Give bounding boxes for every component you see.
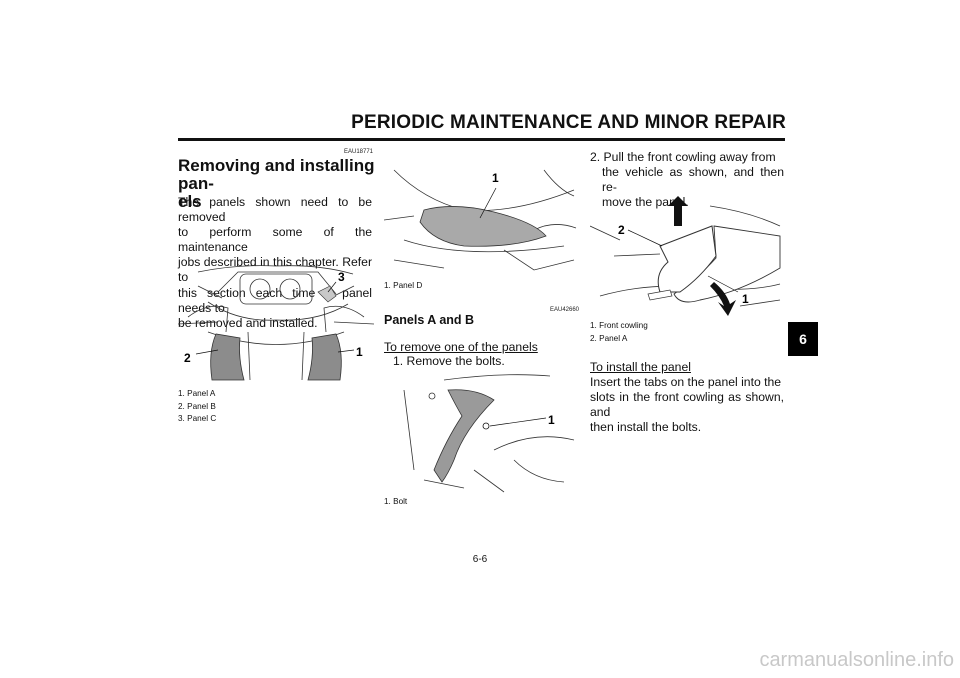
figure-caption-list: 1. Front cowling 2. Panel A [590,320,648,345]
step-line: move the panel. [602,195,689,210]
section-heading-line: Removing and installing pan- [178,156,375,193]
figure-panel-d: 1 [384,150,580,278]
figure-caption-list: 1. Panel A 2. Panel B 3. Panel C [178,388,216,426]
subheading: Panels A and B [384,313,475,327]
step-1: 1. Remove the bolts. [393,354,505,368]
paragraph-line: slots in the front cowling as shown, and [590,390,784,420]
install-label: To install the panel [590,360,691,374]
page-header-title: PERIODIC MAINTENANCE AND MINOR REPAIR [351,112,786,133]
callout-1: 1 [356,345,363,359]
step-line: 2. Pull the front cowling away from [590,150,776,164]
paragraph-line: Insert the tabs on the panel into the [590,375,782,389]
caption-item: 1. Panel A [178,389,216,398]
remove-label: To remove one of the panels [384,340,538,354]
figure-front-cowling: 2 1 [590,196,786,318]
callout-1: 1 [742,292,749,306]
callout-1: 1 [492,171,499,185]
figure-bolt: 1 [384,370,580,494]
paragraph-line: to perform some of the maintenance [178,225,372,255]
watermark: carmanualsonline.info [759,649,954,671]
callout-1: 1 [548,413,555,427]
callout-3: 3 [338,270,345,284]
figure-caption: 1. Panel D [384,281,423,290]
section-heading-line: els [178,192,202,211]
install-paragraph: Insert the tabs on the panel into the sl… [590,375,784,435]
figure-caption: 1. Bolt [384,497,408,506]
callout-2: 2 [184,351,191,365]
caption-item: 2. Panel B [178,401,216,411]
paragraph-line: then install the bolts. [590,420,702,435]
header-rule [178,138,785,141]
intro-paragraph: The panels shown need to be removed to p… [178,195,372,331]
paragraph-line: The panels shown need to be removed [178,195,372,225]
chapter-tab: 6 [788,322,818,356]
section-code: EAU18771 [344,149,374,155]
callout-2: 2 [618,223,625,237]
caption-item: 2. Panel A [590,333,628,343]
step-2: 2. Pull the front cowling away from the … [590,150,784,210]
figure-dashboard-panels: 3 2 1 [178,262,374,386]
caption-item: 1. Front cowling [590,321,648,330]
section-code: EAU42660 [550,307,580,313]
paragraph-line: be removed and installed. [178,315,318,330]
step-line: the vehicle as shown, and then re- [602,165,784,195]
page-number: 6-6 [472,554,488,565]
caption-item: 3. Panel C [178,414,217,423]
section-heading: Removing and installing pan- els [178,157,378,211]
paragraph-line: jobs described in this chapter. Refer to [178,255,372,285]
